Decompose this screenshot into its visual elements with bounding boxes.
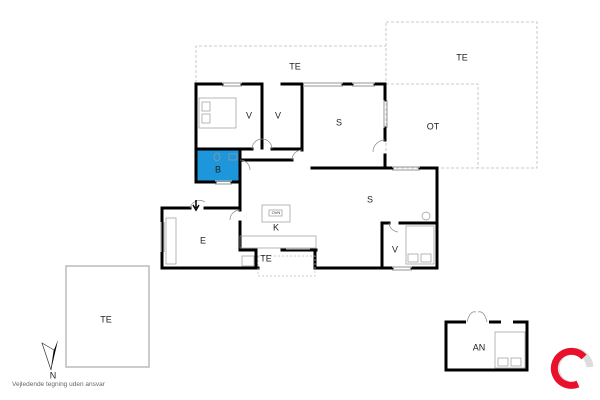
room-label: K (273, 222, 279, 232)
oven-label: OVN (272, 210, 281, 215)
detached-terrace (65, 265, 150, 368)
entry-arrow-icon (192, 200, 200, 212)
disclaimer: Vejledende tegning uden ansvar (12, 381, 105, 388)
room-label: TE (100, 314, 112, 324)
terrace-outlines (195, 21, 538, 169)
compass-icon (41, 340, 58, 371)
room-label: TE (260, 253, 272, 263)
room-label: B (215, 164, 221, 174)
room-label: AN (473, 342, 486, 352)
room-label: V (392, 244, 398, 254)
room-label: S (336, 117, 342, 127)
walls (160, 82, 439, 270)
room-label: TE (289, 61, 301, 71)
windows (160, 82, 420, 271)
annex-building (444, 311, 529, 372)
bed-2 (405, 225, 435, 265)
kitchen-counter (239, 235, 317, 249)
bathroom-fill (197, 150, 239, 182)
furniture (165, 97, 435, 267)
logo-icon (550, 347, 594, 389)
room-label: V (246, 110, 252, 120)
room-label: S (367, 194, 373, 204)
compass-label: N (50, 370, 57, 380)
room-labels: TE TE V V S OT B S E K V TE TE AN N (50, 52, 486, 380)
bed-1 (198, 97, 237, 129)
room-label: TE (456, 52, 468, 62)
room-label: V (275, 110, 281, 120)
kitchen-island (261, 204, 291, 223)
entry-terrace (257, 255, 316, 277)
room-label: OT (427, 121, 440, 131)
room-label: E (200, 235, 206, 245)
